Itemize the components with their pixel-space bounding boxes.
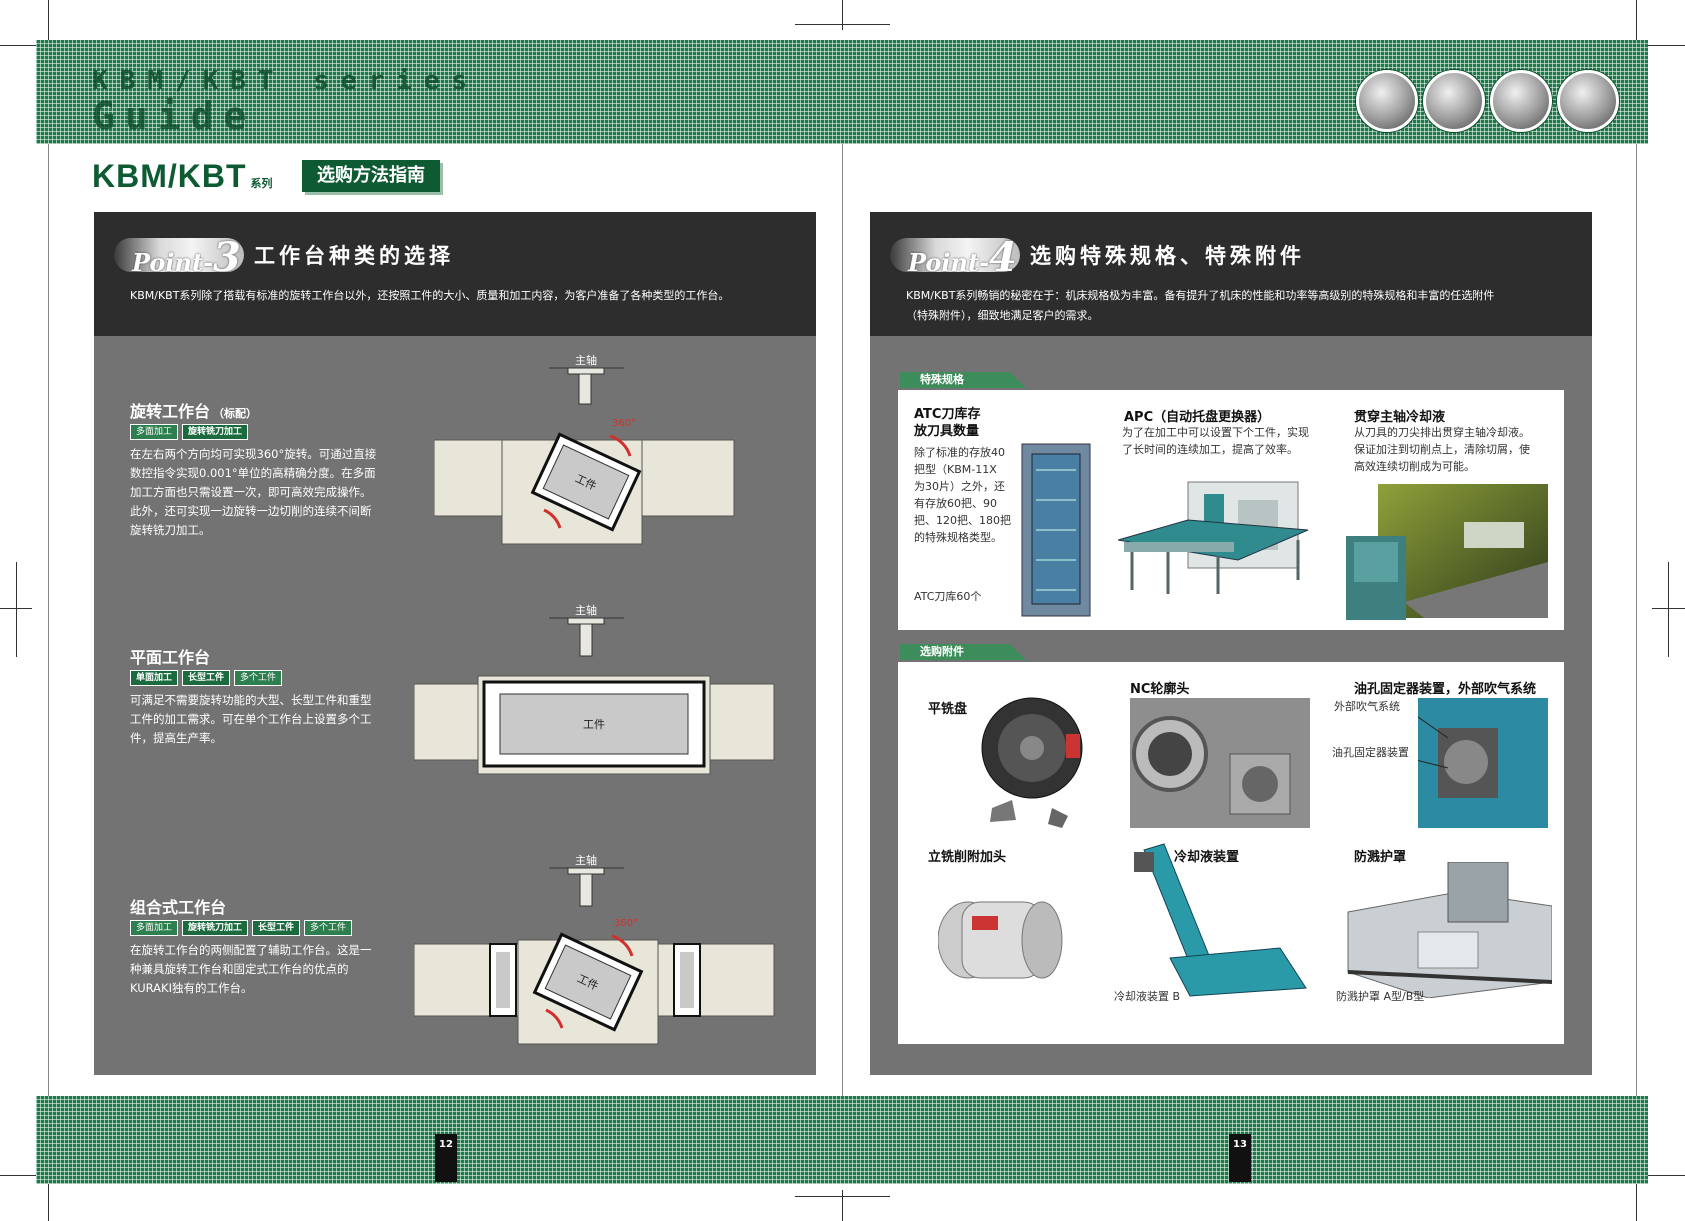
oil-hole-air-blow-title: 油孔固定器装置，外部吹气系统 — [1354, 682, 1537, 697]
tag: 多个工件 — [234, 670, 283, 686]
atc-caption: ATC刀库60个 — [914, 590, 982, 603]
nc-contour-head-photo — [1130, 698, 1310, 828]
flat-table-tags: 单面加工 长型工件 多个工件 — [130, 670, 283, 686]
trim-mark — [0, 1175, 46, 1176]
through-coolant-desc: 从刀具的刀尖排出贯穿主轴冷却液。保证加注到切削点上，清除切屑，使高效连续切削成为… — [1354, 426, 1530, 473]
nc-contour-head-title: NC轮廓头 — [1130, 682, 1190, 697]
point4-header: Point-4 选购特殊规格、特殊附件 KBM/KBT系列畅销的秘密在于：机床规… — [870, 212, 1592, 336]
tag: 多个工件 — [304, 920, 353, 936]
flat-table-diagram: 主轴 工件 — [414, 603, 775, 775]
rotary-table-desc: 在左右两个方向均可实现360°旋转。可通过直接数控指令实现0.001°单位的高精… — [130, 447, 377, 537]
options-box: 平铣盘 NC轮廓头 油孔固定器装置，外部吹气系统 外部吹气系统 油孔固定器装置 — [898, 662, 1564, 1044]
combined-table-diagram: 主轴 工件 360° — [414, 853, 775, 1045]
splash-guard-photo — [1347, 862, 1552, 998]
trim-mark — [1640, 1175, 1685, 1176]
point3-title: 工作台种类的选择 — [254, 244, 454, 268]
machine-photo-circle — [1423, 70, 1485, 132]
fold-line — [842, 46, 843, 1181]
splash-guard-title: 防溅护罩 — [1354, 850, 1407, 865]
flat-table-desc: 可满足不需要旋转功能的大型、长型工件和重型工件的加工需求。可在单个工作台上设置多… — [130, 693, 372, 745]
coolant-unit-title: 冷却液装置 — [1174, 850, 1240, 865]
tag: 多面加工 — [130, 920, 179, 936]
vertical-head-title: 立铣削附加头 — [928, 850, 1007, 865]
point-pill — [114, 238, 244, 272]
page-number-left: 12 — [435, 1134, 457, 1182]
oil-hole-callout: 油孔固定器装置 — [1332, 746, 1409, 759]
series-text: KBM/KBT series — [92, 66, 480, 96]
point-label: Point-3 — [132, 234, 241, 281]
footer-band — [36, 1096, 1648, 1184]
point4-panel: Point-4 选购特殊规格、特殊附件 KBM/KBT系列畅销的秘密在于：机床规… — [870, 212, 1592, 1075]
workpiece-label: 工件 — [583, 718, 605, 731]
apc-photo — [1118, 481, 1309, 594]
trim-mark — [48, 1175, 49, 1221]
rotary-table-diagram: 主轴 工件 360° — [434, 353, 735, 545]
flat-table-title: 平面工作台 — [130, 648, 211, 667]
machine-photo-circle — [1490, 70, 1552, 132]
trim-mark — [1636, 1175, 1637, 1221]
machine-photo-circle — [1356, 70, 1418, 132]
trim-mark — [795, 1196, 890, 1197]
trim-mark — [842, 0, 843, 30]
tag: 单面加工 — [130, 670, 179, 686]
point3-desc: KBM/KBT系列除了搭载有标准的旋转工作台以外，还按照工件的大小、质量和加工内… — [130, 289, 730, 302]
splash-guard-caption: 防溅护罩 A型/B型 — [1336, 990, 1425, 1003]
air-blow-callout: 外部吹气系统 — [1334, 700, 1400, 713]
spindle-label: 主轴 — [575, 353, 597, 367]
machine-photo-circle — [1557, 70, 1619, 132]
combined-table-desc: 在旋转工作台的两侧配置了辅助工作台。这是一种兼具旋转工作台和固定式工作台的优点的… — [130, 943, 372, 995]
options-tab: 选购附件 — [900, 644, 1026, 660]
combined-table-tags: 多面加工 旋转铣刀加工 长型工件 多个工件 — [130, 920, 353, 936]
angle-label: 360° — [614, 918, 638, 929]
trim-mark — [1640, 45, 1685, 46]
combined-table-title: 组合式工作台 — [130, 898, 227, 917]
trim-mark — [842, 1190, 843, 1221]
point3-panel: Point-3 工作台种类的选择 KBM/KBT系列除了搭载有标准的旋转工作台以… — [94, 212, 816, 1075]
through-coolant-photo — [1346, 484, 1548, 620]
vertical-head-photo — [938, 901, 1063, 979]
coolant-unit-photo — [1134, 843, 1307, 997]
tag: 旋转铣刀加工 — [182, 424, 249, 440]
atc-magazine-photo — [1021, 443, 1091, 617]
page-number-right: 13 — [1229, 1134, 1251, 1182]
point-pill — [890, 238, 1020, 272]
tag: 旋转铣刀加工 — [182, 920, 249, 936]
point3-header: Point-3 工作台种类的选择 KBM/KBT系列除了搭载有标准的旋转工作台以… — [94, 212, 816, 336]
page-edge — [48, 46, 49, 1181]
special-spec-tab: 特殊规格 — [900, 372, 1026, 388]
point4-title: 选购特殊规格、特殊附件 — [1030, 244, 1305, 268]
tag: 多面加工 — [130, 424, 179, 440]
through-coolant-title: 贯穿主轴冷却液 — [1354, 410, 1446, 425]
rotary-table-title: 旋转工作台（标配） — [130, 402, 258, 421]
tag: 长型工件 — [252, 920, 301, 936]
spindle-label: 主轴 — [575, 603, 597, 617]
guide-badge: 选购方法指南 — [302, 160, 440, 192]
apc-title: APC（自动托盘更换器） — [1124, 410, 1271, 425]
trim-mark — [16, 562, 17, 657]
apc-desc: 为了在加工中可以设置下个工件，实现了长时间的连续加工，提高了效率。 — [1122, 426, 1309, 456]
face-mill-title: 平铣盘 — [928, 702, 968, 717]
point4-desc: KBM/KBT系列畅销的秘密在于：机床规格极为丰富。备有提升了机床的性能和功率等… — [906, 289, 1495, 322]
point-label: Point-4 — [908, 234, 1017, 281]
trim-mark — [48, 0, 49, 46]
atc-title: ATC刀库存 放刀具数量 — [914, 407, 981, 439]
face-mill-photo — [981, 697, 1083, 828]
page-edge — [1636, 46, 1637, 1181]
rotary-table-tags: 多面加工 旋转铣刀加工 — [130, 424, 249, 440]
guide-text: Guide — [92, 94, 257, 138]
coolant-unit-caption: 冷却液装置 B — [1114, 990, 1181, 1003]
angle-label: 360° — [612, 418, 636, 429]
tag: 长型工件 — [182, 670, 231, 686]
oil-hole-photo — [1418, 698, 1548, 828]
trim-mark — [1668, 562, 1669, 657]
trim-mark — [795, 24, 890, 25]
trim-mark — [0, 45, 46, 46]
spindle-label: 主轴 — [575, 853, 597, 867]
trim-mark — [1636, 0, 1637, 46]
